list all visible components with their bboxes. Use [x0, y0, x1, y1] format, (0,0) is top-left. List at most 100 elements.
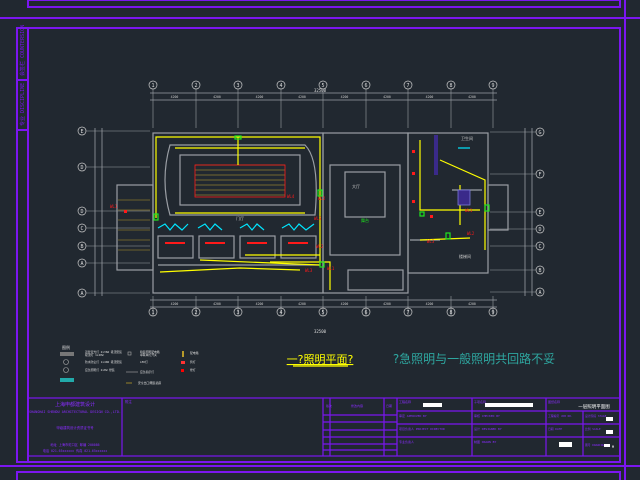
- title-block-frame: [27, 397, 621, 457]
- company-name-en: SHANGHAI SHENDU ARCHITECTURAL DESIGN CO.…: [29, 410, 121, 414]
- axis-label: 1: [151, 310, 154, 316]
- review-note: ?急照明与一般照明共回路不妥: [393, 351, 555, 366]
- side-strip-discipline: 专业 DISCIPLINE: [19, 83, 26, 126]
- axis-bubble-5: [318, 80, 328, 90]
- stage-label: 设计阶段 STAGE: [585, 414, 607, 418]
- axis-bubble-9: [488, 80, 498, 90]
- dimension-label: 4200: [383, 95, 391, 99]
- legend-item-label: 暗装照明配电箱: [140, 350, 160, 354]
- subproject-label: 子项名称: [474, 399, 486, 404]
- dimension-lines: [94, 92, 533, 308]
- circuit-label: WL1: [465, 208, 473, 213]
- axis-bubble-6: [361, 307, 371, 317]
- axis-bubble-3: [233, 80, 243, 90]
- legend-item-label: 吸顶灯 1x40W: [85, 353, 104, 357]
- dimension-label: 4200: [426, 95, 434, 99]
- project-director-label: 项目负责人 PROJECT DIRECTOR: [399, 426, 445, 431]
- axis-label-right: A: [538, 290, 541, 296]
- approved-label: 审定 APPROVED BY: [399, 413, 427, 418]
- circuit-label: WL1: [110, 204, 118, 209]
- circuit-label: WL2: [467, 231, 475, 236]
- dimension-label: 4200: [341, 302, 349, 306]
- axis-label: 9: [491, 310, 494, 316]
- side-strip-countersign: 会签栏 COUNTERSIGN: [19, 25, 26, 76]
- axis-label-left: B: [80, 244, 83, 250]
- legend-swatch-led: [182, 351, 184, 357]
- drawn-label: 制图 DRAWN BY: [474, 439, 496, 444]
- circuit-label: WL4: [287, 194, 295, 199]
- axis-bubble-4: [276, 80, 286, 90]
- axis-bubble-6: [361, 80, 371, 90]
- redacted-fields: [423, 403, 613, 447]
- axis-bubble-8: [446, 80, 456, 90]
- axis-label-right: G: [538, 130, 541, 136]
- dimension-label: 4200: [256, 95, 264, 99]
- dimension-label: 4200: [171, 95, 179, 99]
- legend-item-label: 安全出口灯: [138, 381, 152, 385]
- drawing-name: 一层照明平面图: [578, 404, 610, 410]
- legend-item-label: 筒灯: [190, 360, 196, 364]
- equipment-room-hatch: [457, 189, 471, 206]
- axis-label-left: D: [80, 209, 83, 215]
- dimension-label: 4200: [341, 95, 349, 99]
- circuit-label: WL2: [318, 196, 326, 201]
- axis-label-left: D: [80, 165, 83, 171]
- drawing-name-label: 图纸名称: [548, 399, 560, 404]
- scale-label: 比例 SCALE: [585, 427, 601, 431]
- dimension-label: 4200: [298, 302, 306, 306]
- axis-grid: 1122334455667788994200420042004200420042…: [77, 80, 545, 317]
- dimension-label: 4200: [383, 302, 391, 306]
- axis-label-right: F: [538, 172, 541, 178]
- axis-label: 7: [406, 83, 409, 89]
- axis-label-right: C: [538, 244, 541, 250]
- axis-label: 8: [449, 83, 452, 89]
- legend-item-label: 单联单控开关: [140, 353, 157, 357]
- axis-label-left: C: [80, 226, 83, 232]
- dimension-label: 4200: [426, 302, 434, 306]
- legend-title: 图例: [62, 344, 70, 350]
- dimension-label: 4200: [256, 302, 264, 306]
- axis-label: 5: [321, 310, 324, 316]
- drawing-no-label: 图号 DRAWING NO.: [585, 443, 611, 447]
- job-no-label: 工程编号 JOB NO.: [548, 414, 573, 418]
- distribution-panels: [153, 135, 490, 268]
- room-label-hall: 大厅: [352, 183, 360, 189]
- overall-dimension-bottom: 32500: [314, 329, 327, 334]
- legend-item-label: LED灯: [140, 360, 148, 364]
- legend-swatch-exit: [181, 361, 185, 364]
- axis-label: 5: [321, 83, 324, 89]
- axis-label: 4: [279, 310, 282, 316]
- circuit-label: WL3: [314, 216, 322, 221]
- axis-label: 6: [364, 310, 367, 316]
- axis-label-left: A: [80, 261, 83, 267]
- legend-swatch-box: [181, 369, 184, 372]
- axis-bubble-1: [148, 80, 158, 90]
- overall-dimension-top: 32500: [314, 88, 327, 93]
- legend-item-label: 双管荧光灯 2x36W 吸顶安装: [85, 350, 122, 354]
- axis-label-left: A: [80, 291, 83, 297]
- legend-item-label: 防水防尘灯 1x40W 吸顶安装: [85, 360, 122, 364]
- legend-item-label: 壁灯: [190, 368, 196, 372]
- dimension-label: 4200: [468, 302, 476, 306]
- building-walls: [116, 132, 509, 294]
- axis-bubble-9: [488, 307, 498, 317]
- rev-header-no: 版次: [326, 403, 332, 408]
- legend-item-label: 明装插座: [150, 381, 161, 385]
- notes-label: 附注: [125, 399, 132, 404]
- axis-bubble-7: [403, 307, 413, 317]
- axis-label: 3: [236, 310, 239, 316]
- title-block-text: 上海申都建筑设计 SHANGHAI SHENDU ARCHITECTURAL D…: [29, 399, 611, 453]
- dimension-label: 4200: [298, 95, 306, 99]
- shaft-hatch: [434, 135, 438, 175]
- dimension-label: 4200: [468, 95, 476, 99]
- axis-bubble-2: [191, 80, 201, 90]
- legend: 图例: [60, 344, 185, 384]
- stair-hatch: [118, 199, 150, 251]
- legend-swatch-panel: [127, 351, 132, 356]
- axis-bubble-5: [318, 307, 328, 317]
- axis-label: 2: [194, 83, 197, 89]
- seating-grid: [195, 164, 285, 196]
- axis-label-right: E: [538, 210, 541, 216]
